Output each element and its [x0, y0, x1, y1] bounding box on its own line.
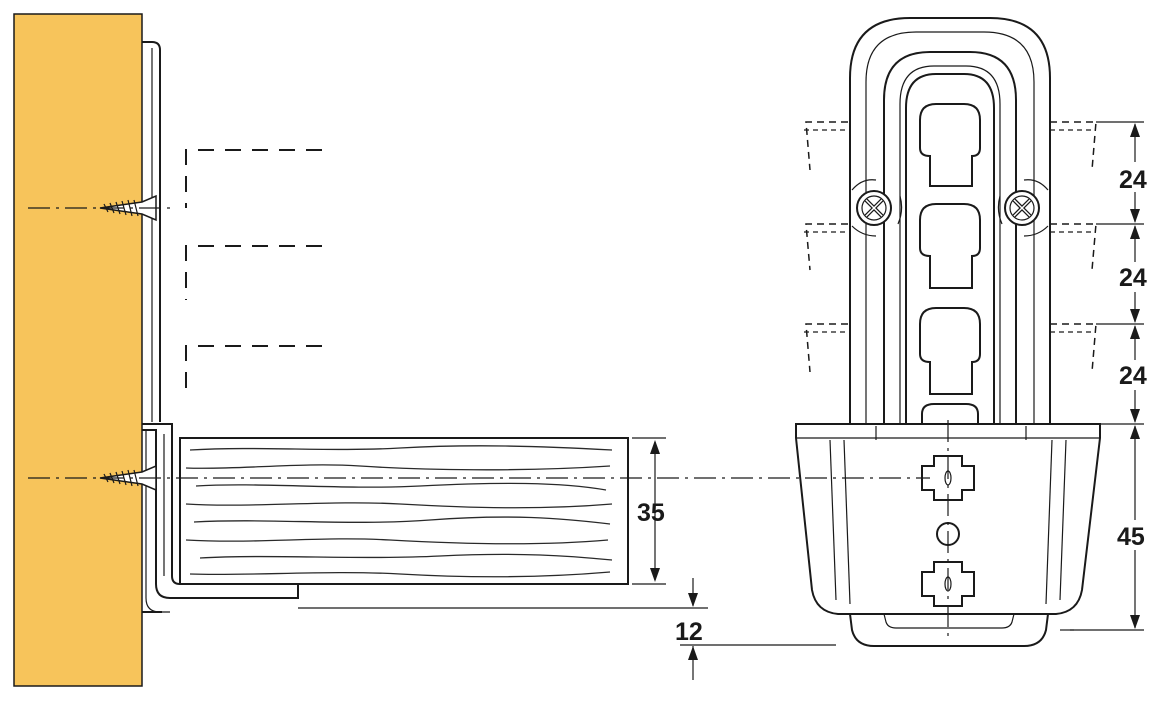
alternative-positions-side — [185, 149, 322, 398]
plate-screw-right — [997, 179, 1049, 237]
dimension-offset: 12 — [298, 578, 836, 680]
label-bracket-height: 45 — [1117, 523, 1145, 551]
dimension-pitches: 24 24 24 45 — [1070, 121, 1152, 631]
mounting-plate — [849, 17, 1051, 424]
plate-screw-left — [851, 179, 903, 237]
shelf-board — [179, 437, 629, 585]
alternative-positions-front — [804, 121, 1097, 373]
front-view: 24 24 24 45 — [795, 17, 1152, 647]
keyhole-slots — [919, 103, 981, 424]
wall-panel — [13, 13, 143, 687]
side-view: 35 12 — [13, 13, 930, 687]
label-offset: 12 — [675, 618, 703, 646]
label-shelf-thickness: 35 — [637, 499, 665, 527]
label-pitch-2: 24 — [1119, 264, 1147, 292]
label-pitch-3: 24 — [1119, 362, 1147, 390]
wall-rail — [142, 41, 161, 422]
label-pitch-1: 24 — [1119, 166, 1147, 194]
dimension-shelf-thickness: 35 — [632, 437, 666, 585]
shelf-bracket-side — [142, 423, 299, 613]
